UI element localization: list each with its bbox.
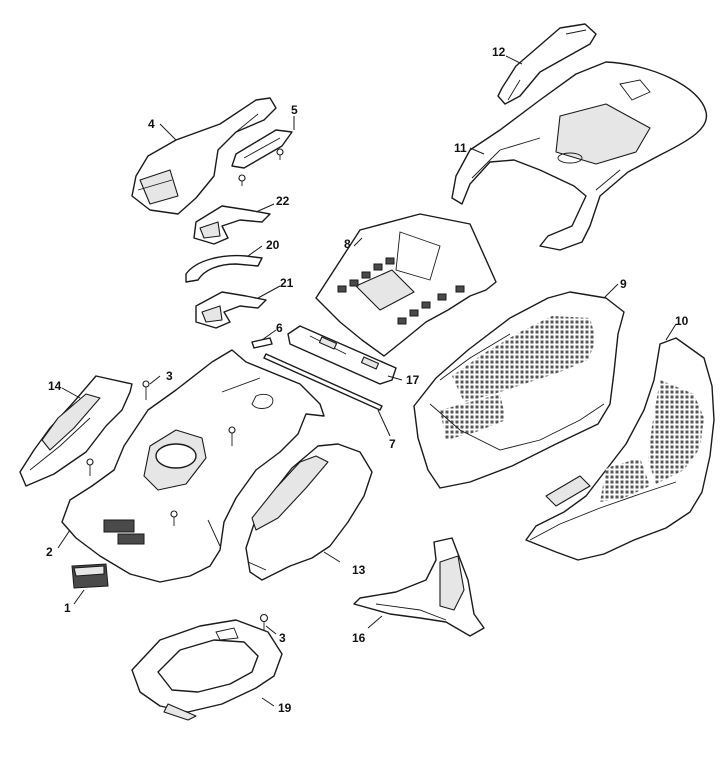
label-part-3a: 3	[166, 369, 173, 383]
label-part-21: 21	[280, 276, 294, 290]
label-part-16: 16	[352, 631, 366, 645]
label-part-6: 6	[276, 321, 283, 335]
label-part-8: 8	[344, 237, 351, 251]
label-part-12: 12	[492, 45, 506, 59]
part-1-button	[71, 563, 109, 589]
label-part-14: 14	[48, 379, 62, 393]
label-part-5: 5	[291, 103, 298, 117]
part-9-grass-box	[413, 291, 625, 489]
part-13-side-cover	[245, 443, 373, 581]
part-20-seal-ring	[185, 254, 263, 283]
label-part-11: 11	[454, 141, 467, 155]
label-part-19: 19	[278, 701, 292, 715]
label-part-7: 7	[389, 437, 396, 451]
part-21-cable-clip	[195, 291, 267, 329]
part-16-rear-flap	[353, 537, 485, 637]
part-22-cable-clip	[193, 205, 271, 245]
part-14-side-trim	[19, 375, 133, 487]
part-2-deck-housing	[61, 349, 325, 583]
label-part-13: 13	[352, 563, 366, 577]
part-8-label-panel	[315, 213, 497, 357]
label-part-9: 9	[620, 277, 627, 291]
part-labels: 1 2 3 3 4 5 6 7 8 9 10 11 12 13 14 16 17…	[46, 45, 689, 715]
label-part-4: 4	[148, 117, 155, 131]
label-part-22: 22	[276, 194, 290, 208]
part-7-rod	[263, 353, 383, 411]
part-3-screw-lower	[259, 613, 269, 634]
part-4-handle-cover	[131, 97, 277, 215]
part-10-grass-box-cover	[525, 337, 715, 561]
part-6-pin	[251, 337, 273, 349]
part-5-mounting-plate	[231, 129, 293, 186]
part-12-handle-grip	[497, 23, 597, 105]
label-part-3b: 3	[279, 631, 286, 645]
label-part-10: 10	[675, 314, 689, 328]
part-19-battery-tray	[131, 619, 283, 721]
part-11-rear-cover	[451, 61, 708, 251]
label-part-17: 17	[406, 373, 420, 387]
part-17-latch-bar	[287, 325, 397, 385]
leader-lines	[57, 55, 677, 707]
label-part-1: 1	[64, 601, 71, 615]
label-part-2: 2	[46, 545, 53, 559]
label-part-20: 20	[266, 238, 280, 252]
